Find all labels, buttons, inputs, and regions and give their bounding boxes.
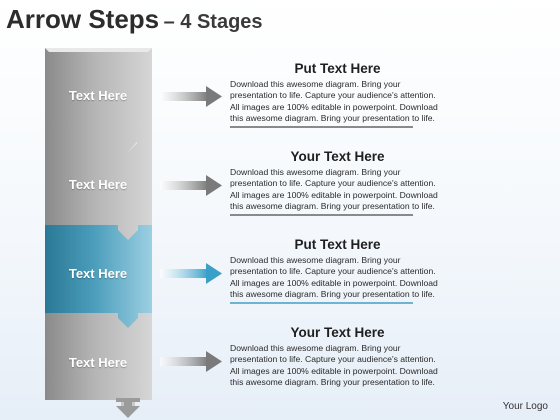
slide-title: Arrow Steps – 4 Stages: [6, 4, 426, 42]
stage-2-block: [45, 137, 152, 250]
connector-arrow-1: [160, 86, 222, 107]
stage-4-body: Download this awesome diagram. Bring you…: [230, 343, 438, 388]
connector-arrow-2: [160, 175, 222, 196]
stage-3-text-block: Put Text Here Download this awesome diag…: [230, 237, 445, 301]
stage-2-heading: Your Text Here: [290, 149, 385, 164]
stage-3-heading: Put Text Here: [294, 237, 381, 252]
title-main: Arrow Steps: [6, 4, 160, 34]
stage-3-block: [45, 225, 152, 338]
stage-3-label: Text Here: [68, 266, 128, 281]
stage-4-down-arrow: [116, 398, 140, 418]
stage-2-underline: [230, 214, 413, 216]
stage-4-heading: Your Text Here: [290, 325, 385, 340]
title-sub: – 4 Stages: [163, 11, 263, 33]
stage-1-text-block: Put Text Here Download this awesome diag…: [230, 61, 445, 125]
stage-4-label: Text Here: [68, 355, 128, 370]
stage-2-body: Download this awesome diagram. Bring you…: [230, 167, 438, 212]
stage-1-top-bevel: [45, 48, 152, 52]
stage-1-label: Text Here: [68, 88, 128, 103]
stage-4-block: [45, 313, 152, 416]
stage-1-heading: Put Text Here: [294, 61, 381, 76]
stage-1-body: Download this awesome diagram. Bring you…: [230, 79, 438, 124]
connector-arrow-4: [160, 351, 222, 372]
stage-3-underline: [230, 302, 413, 304]
stage-3-body: Download this awesome diagram. Bring you…: [230, 255, 438, 300]
stage-2-label: Text Here: [68, 177, 128, 192]
stage-2-text-block: Your Text Here Download this awesome dia…: [230, 149, 445, 213]
stage-1-underline: [230, 126, 413, 128]
stage-4-text-block: Your Text Here Download this awesome dia…: [230, 325, 445, 389]
stage-1-block: [45, 48, 152, 162]
logo-placeholder: Your Logo: [502, 401, 548, 412]
connector-arrow-3: [160, 263, 222, 284]
